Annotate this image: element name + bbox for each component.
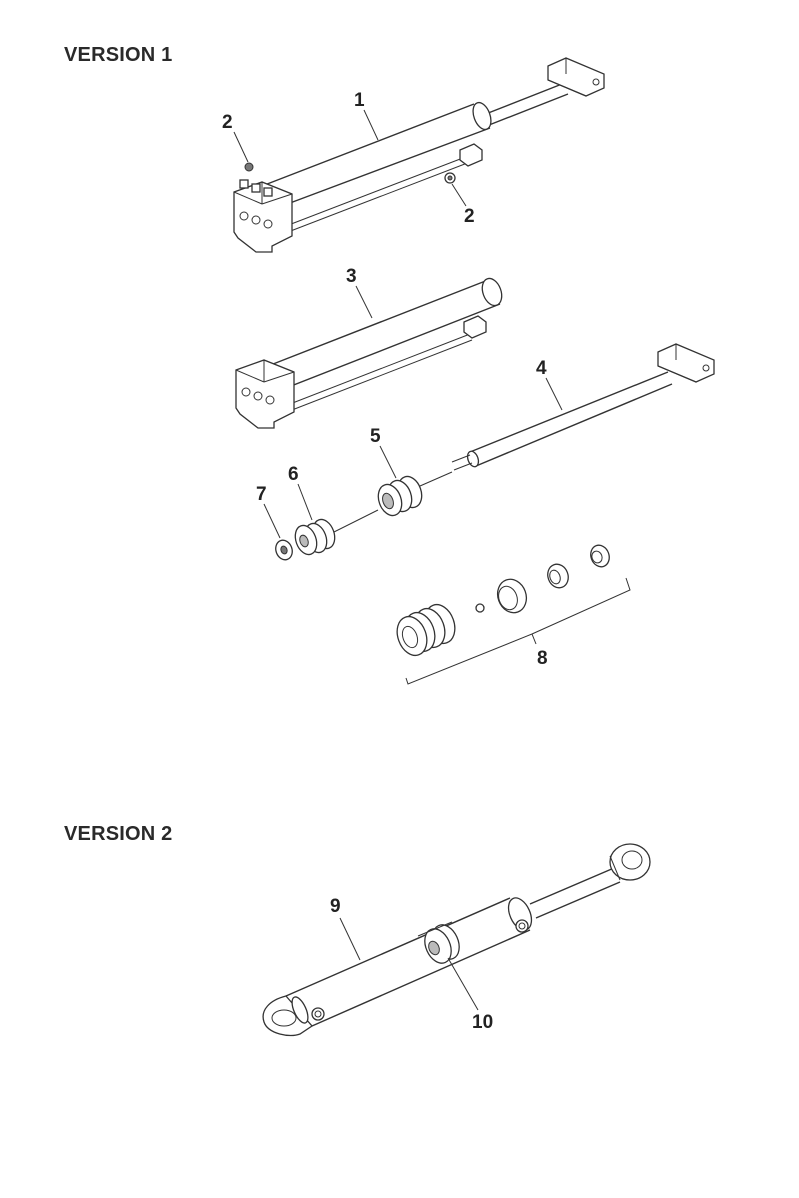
svg-text:7: 7	[256, 484, 267, 505]
part-8-seal-kit	[396, 544, 631, 685]
svg-text:8: 8	[537, 648, 548, 669]
section-title-version-2: VERSION 2	[64, 823, 173, 845]
svg-text:2: 2	[464, 206, 475, 227]
callout-8: 8	[537, 648, 548, 669]
callout-7: 7	[256, 484, 281, 539]
section-title-version-1: VERSION 1	[64, 44, 173, 66]
svg-text:5: 5	[370, 426, 381, 447]
svg-text:1: 1	[354, 90, 365, 111]
part-4-piston-rod	[451, 343, 715, 471]
svg-text:9: 9	[330, 896, 341, 917]
callout-2-right: 2	[451, 183, 475, 227]
svg-text:4: 4	[536, 358, 547, 379]
part-6-gland	[294, 518, 336, 556]
svg-text:6: 6	[288, 464, 299, 485]
part-3-barrel	[235, 277, 503, 429]
part-9-cylinder	[262, 843, 651, 1037]
callout-5: 5	[370, 426, 397, 479]
callout-2-top: 2	[222, 112, 249, 163]
callout-1: 1	[354, 90, 379, 141]
callout-4: 4	[536, 358, 563, 411]
svg-text:10: 10	[472, 1012, 493, 1033]
part-7-nut	[275, 539, 293, 561]
assembly-axis-line	[333, 509, 379, 533]
callout-9: 9	[330, 896, 361, 961]
svg-text:2: 2	[222, 112, 233, 133]
callout-3: 3	[346, 266, 373, 319]
part-5-piston	[377, 471, 453, 517]
part-1-cylinder-assembly	[233, 57, 605, 253]
callout-6: 6	[288, 464, 313, 521]
svg-text:3: 3	[346, 266, 357, 287]
callout-10: 10	[447, 957, 493, 1033]
